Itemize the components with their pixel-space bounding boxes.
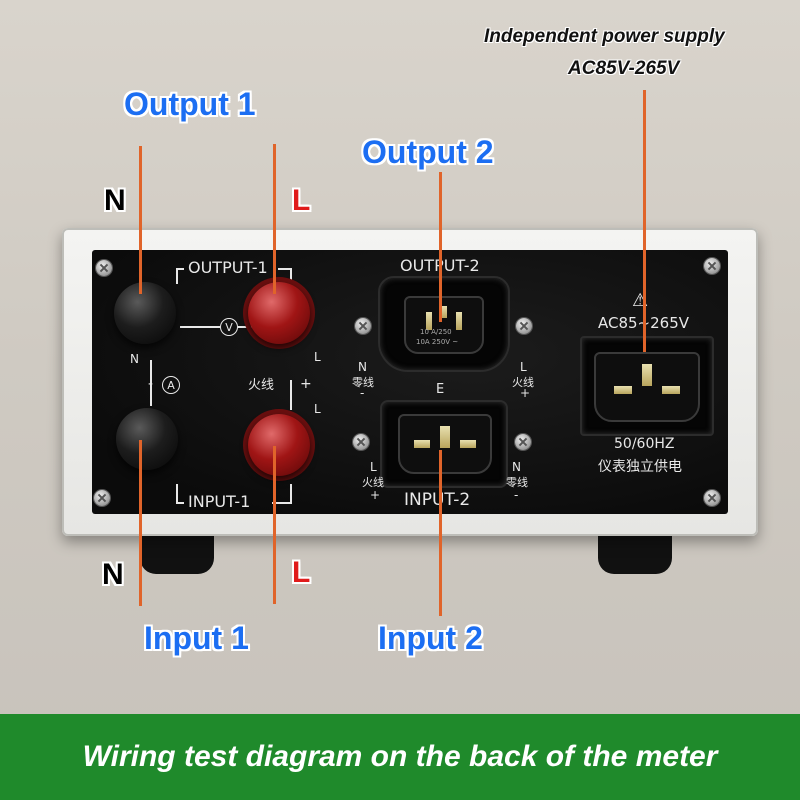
in2-n-cn: 零线 <box>506 476 528 489</box>
voltmeter-icon: V <box>220 318 238 336</box>
frame-line <box>278 268 292 270</box>
caption-banner: Wiring test diagram on the back of the m… <box>0 714 800 800</box>
output2-socket[interactable]: 10 A/250 10A 250V ~ <box>404 296 484 354</box>
input1-l-terminal[interactable] <box>248 414 310 476</box>
socket-rating: 10A 250V ~ <box>416 338 459 346</box>
guide-line-output1-n <box>139 146 142 294</box>
input2-callout: Input 2 <box>378 620 483 656</box>
frame-line <box>290 268 292 284</box>
l-label: L <box>314 350 321 364</box>
output2-socket-housing <box>378 276 510 372</box>
screw-icon <box>515 434 531 450</box>
caption-text: Wiring test diagram on the back of the m… <box>82 740 718 773</box>
screw-icon <box>96 260 112 276</box>
l-callout-bottom: L <box>292 556 311 589</box>
guide-line-input1-l <box>273 446 276 604</box>
inlet-pin <box>460 440 476 448</box>
inlet-pin <box>414 440 430 448</box>
output1-n-terminal[interactable] <box>114 282 176 344</box>
out2-n: N <box>358 360 367 374</box>
guide-line-input1-n <box>139 440 142 606</box>
connect-line <box>238 326 258 328</box>
in2-n: N <box>512 460 521 474</box>
guide-line-supply <box>643 90 646 352</box>
in2-n-sign: - <box>514 488 519 502</box>
connect-line <box>290 380 292 410</box>
out2-l-cn: 火线 <box>512 376 534 389</box>
screw-icon <box>704 490 720 506</box>
right-foot <box>598 534 672 574</box>
minus-sign: - <box>148 376 154 392</box>
socket-pin <box>426 312 432 330</box>
inlet-pin <box>614 386 632 394</box>
earth-label: E <box>436 382 445 397</box>
input1-panel-label: INPUT-1 <box>188 492 251 511</box>
supply-cn-label: 仪表独立供电 <box>598 459 682 475</box>
screw-icon <box>516 318 532 334</box>
plus-sign: + <box>300 376 312 392</box>
input2-panel-label: INPUT-2 <box>404 490 471 510</box>
socket-pin <box>456 312 462 330</box>
power-inlet[interactable] <box>594 352 700 422</box>
guide-line-output1-l <box>273 144 276 294</box>
frame-line <box>176 268 178 284</box>
output1-callout: Output 1 <box>124 86 256 122</box>
output2-callout: Output 2 <box>362 134 494 170</box>
socket-pin <box>441 306 447 318</box>
inlet-pin <box>662 386 680 394</box>
screw-icon <box>355 318 371 334</box>
left-foot <box>140 534 214 574</box>
frame-line <box>176 502 184 504</box>
connect-line <box>150 360 152 406</box>
l-label: L <box>314 402 321 416</box>
frame-line <box>272 502 292 504</box>
output1-panel-label: OUTPUT-1 <box>188 258 268 277</box>
in2-l-sign: + <box>370 488 381 502</box>
in2-l-cn: 火线 <box>362 476 384 489</box>
out2-n-sign: - <box>360 386 365 400</box>
screw-icon <box>353 434 369 450</box>
supply-callout-line2: AC85V-265V <box>568 58 680 79</box>
screw-icon <box>94 490 110 506</box>
inlet-pin <box>642 364 652 386</box>
n-label: N <box>130 352 139 366</box>
inlet-pin <box>440 426 450 448</box>
input2-inlet[interactable] <box>398 414 492 474</box>
ammeter-icon: A <box>162 376 180 394</box>
frame-line <box>176 484 178 502</box>
input1-n-terminal[interactable] <box>116 408 178 470</box>
output1-l-terminal[interactable] <box>248 282 310 344</box>
supply-callout-line1: Independent power supply <box>484 26 725 47</box>
out2-l-sign: + <box>520 386 531 400</box>
guide-line-output2 <box>439 172 442 322</box>
connect-line <box>180 326 220 328</box>
out2-n-cn: 零线 <box>352 376 374 389</box>
frame-line <box>176 268 184 270</box>
socket-rating: 10 A/250 <box>420 328 452 336</box>
input1-callout: Input 1 <box>144 620 249 656</box>
huoxian-label: 火线 <box>248 378 275 393</box>
frame-line <box>290 484 292 502</box>
freq-label: 50/60HZ <box>614 436 675 452</box>
in2-l: L <box>370 460 377 474</box>
out2-l: L <box>520 360 527 374</box>
n-callout-top: N <box>104 184 126 217</box>
screw-icon <box>704 258 720 274</box>
l-callout-top: L <box>292 184 311 217</box>
guide-line-input2 <box>439 450 442 616</box>
n-callout-bottom: N <box>102 558 124 591</box>
